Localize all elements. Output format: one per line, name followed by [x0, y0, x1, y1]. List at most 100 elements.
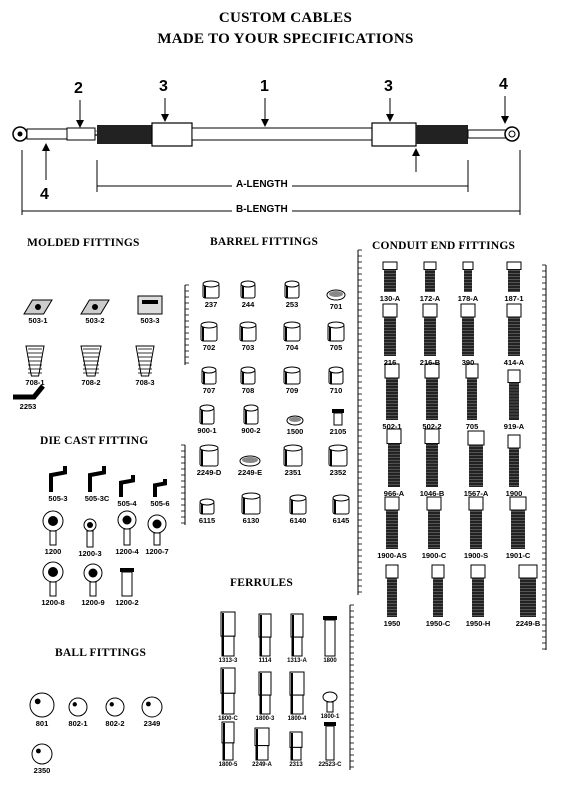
barrel-part-label: 709 — [285, 386, 299, 395]
conduit-part-label: 1900-S — [463, 551, 489, 560]
conduit-part-label: 187-1 — [504, 294, 524, 303]
conduit-part-label: 1567-A — [463, 489, 489, 498]
conduit-part-label: 130-A — [379, 294, 401, 303]
conduit-end-fittings-heading: CONDUIT END FITTINGS — [372, 240, 516, 252]
barrel-part-label: 701 — [329, 302, 343, 311]
conduit-part-17-cend-icon — [426, 496, 442, 549]
die_cast-part-label: 505-3C — [84, 494, 110, 503]
conduit-part-label: 2249-B — [515, 619, 541, 628]
ball-part-label: 802-2 — [105, 719, 125, 728]
conduit-part-19-cend-icon — [509, 496, 527, 549]
conduit-part-label: 705 — [465, 422, 479, 431]
barrel-part-21-barrel-icon — [241, 492, 261, 515]
barrel-part-17-disc-icon — [239, 455, 261, 467]
molded-part-6-bent-icon — [13, 384, 45, 400]
barrel-part-label: 704 — [285, 343, 299, 352]
barrel-part-14-disc-icon — [286, 415, 304, 426]
barrel-part-label: 6140 — [289, 516, 307, 525]
die_cast-part-label: 1200 — [44, 547, 62, 556]
die_cast-part-8-eye-icon — [42, 561, 64, 597]
die-cast-fitting-heading: DIE CAST FITTING — [40, 435, 149, 447]
conduit-part-4-cend-icon — [382, 303, 398, 356]
die_cast-part-1-hook-icon — [88, 466, 106, 492]
conduit-part-label: 919-A — [503, 422, 525, 431]
die_cast-part-label: 1200-4 — [115, 547, 139, 556]
ball-part-label: 2350 — [33, 766, 51, 775]
barrel-part-label: 253 — [285, 300, 299, 309]
ball-part-3-ball-icon — [141, 696, 163, 718]
ferrules-part-8-ferrule-icon — [221, 721, 235, 761]
barrel-part-label: 710 — [329, 386, 343, 395]
ferrules-part-label: 1114 — [258, 658, 272, 664]
conduit-part-label: 502-1 — [382, 422, 402, 431]
barrel-fittings-heading: BARREL FITTINGS — [210, 236, 319, 248]
ball-part-label: 802-1 — [68, 719, 88, 728]
conduit-part-label: 178-A — [457, 294, 479, 303]
barrel-part-10-barrel-icon — [283, 366, 301, 385]
ferrules-part-0-ferrule-icon — [220, 611, 236, 657]
barrel-part-label: 2249-D — [196, 468, 222, 477]
barrel-part-label: 6145 — [332, 516, 350, 525]
barrel-part-13-barrel-icon — [243, 404, 259, 425]
barrel-part-19-barrel-icon — [328, 444, 348, 467]
molded-part-4-molded-icon — [80, 345, 102, 377]
barrel-part-6-barrel-icon — [283, 321, 301, 342]
ball-fittings-heading: BALL FITTINGS — [55, 647, 147, 659]
die_cast-part-9-eye-icon — [83, 563, 103, 597]
ferrules-part-label: 22523-C — [318, 762, 342, 768]
callout-4-right: 4 — [499, 76, 508, 93]
conduit-part-label: 1900-C — [421, 551, 447, 560]
conduit-part-7-cend-icon — [506, 303, 522, 356]
barrel-part-label: 237 — [204, 300, 218, 309]
conduit-part-label: 1900-AS — [377, 551, 407, 560]
barrel-part-18-barrel-icon — [283, 444, 303, 467]
die_cast-part-label: 1200-3 — [78, 549, 102, 558]
barrel-part-12-barrel-icon — [199, 404, 215, 425]
molded-part-label: 708-3 — [135, 378, 155, 387]
barrel-part-label: 707 — [202, 386, 216, 395]
ferrules-part-9-ferrule-icon — [254, 727, 270, 761]
callout-3-right: 3 — [384, 78, 393, 95]
molded-part-label: 2253 — [19, 402, 37, 411]
callout-3-left: 3 — [159, 78, 168, 95]
ferrules-part-6-ferrule-icon — [289, 671, 305, 715]
ferrules-part-label: 1800-1 — [320, 714, 340, 720]
ferrules-part-label: 1800-5 — [218, 762, 238, 768]
die_cast-part-label: 505-4 — [117, 499, 137, 508]
barrel-part-label: 705 — [329, 343, 343, 352]
die_cast-part-label: 1200-7 — [145, 547, 169, 556]
die_cast-part-7-eye-icon — [147, 514, 167, 546]
conduit-part-label: 414-A — [503, 358, 525, 367]
ferrules-part-label: 1800-4 — [287, 716, 307, 722]
barrel-part-8-barrel-icon — [201, 366, 217, 385]
callout-1: 1 — [260, 78, 269, 95]
conduit-part-10-cend-icon — [465, 363, 479, 420]
conduit-part-label: 1901-C — [505, 551, 531, 560]
die_cast-part-label: 1200-2 — [115, 598, 139, 607]
conduit-part-label: 1900 — [505, 489, 523, 498]
ferrules-part-10-ferrule-icon — [289, 731, 303, 761]
barrel-part-label: 708 — [241, 386, 255, 395]
conduit-part-16-cend-icon — [384, 496, 400, 549]
conduit-part-label: 216-B — [419, 358, 441, 367]
conduit-part-label: 390 — [461, 358, 475, 367]
ferrules-part-label: 1800-C — [218, 716, 238, 722]
conduit-part-label: 502-2 — [422, 422, 442, 431]
die_cast-part-4-eye-icon — [42, 510, 64, 546]
molded-part-label: 503-1 — [28, 316, 48, 325]
die_cast-part-2-hook-icon — [119, 475, 135, 497]
barrel-part-label: 2352 — [329, 468, 347, 477]
barrel-part-16-barrel-icon — [199, 444, 219, 467]
barrel-part-15-pin-icon — [332, 409, 344, 426]
conduit-part-label: 1046-B — [419, 489, 445, 498]
conduit-part-label: 1950 — [383, 619, 401, 628]
barrel-part-label: 2249-E — [237, 468, 263, 477]
page-subtitle: MADE TO YOUR SPECIFICATIONS — [157, 31, 414, 47]
conduit-part-11-cend-icon — [507, 369, 521, 420]
die_cast-part-label: 1200-9 — [81, 598, 105, 607]
conduit-part-3-cend-icon — [506, 261, 522, 292]
molded-part-label: 708-1 — [25, 378, 45, 387]
ferrules-part-4-ferrule-icon — [220, 667, 236, 715]
conduit-part-2-cend-icon — [462, 261, 474, 292]
